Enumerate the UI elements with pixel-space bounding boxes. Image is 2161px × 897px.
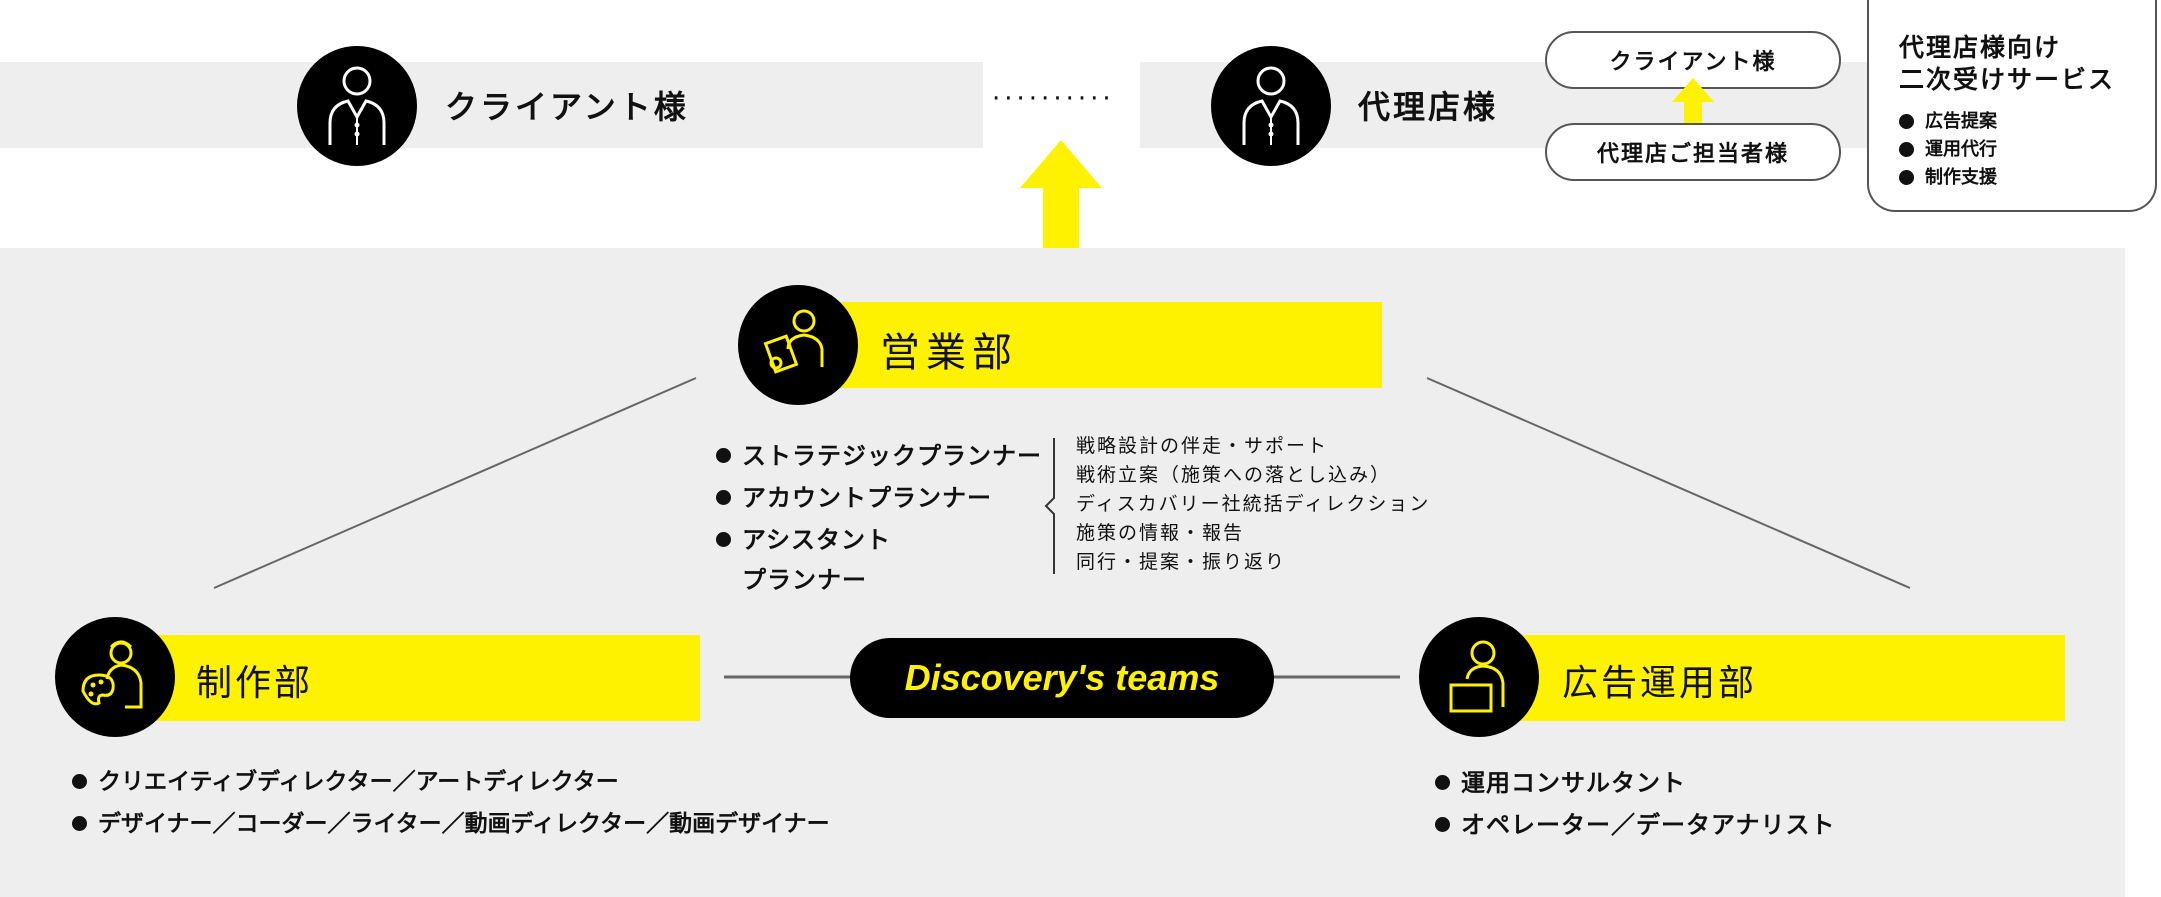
top-band-left — [0, 62, 983, 148]
service-item: 制作支援 — [1899, 164, 1997, 192]
agency-service-box: 代理店様向け 二次受けサービス 広告提案 運用代行 制作支援 — [1867, 0, 2157, 212]
production-role: デザイナー／コーダー／ライター／動画ディレクター／動画デザイナー — [72, 803, 830, 845]
service-list: 広告提案 運用代行 制作支援 — [1899, 108, 1997, 192]
sales-role: アカウントプランナー — [716, 477, 1042, 519]
ads-role: 運用コンサルタント — [1435, 762, 1836, 804]
brace-icon — [1044, 438, 1055, 574]
client-pill: クライアント様 — [1545, 31, 1841, 89]
production-role-list: クリエイティブディレクター／アートディレクター デザイナー／コーダー／ライター／… — [72, 761, 830, 845]
discovery-teams-label: Discovery's teams — [904, 657, 1220, 698]
ads-title: 広告運用部 — [1562, 663, 1758, 704]
sales-avatar — [738, 285, 858, 405]
sales-task-list: 戦略設計の伴走・サポート 戦術立案（施策への落とし込み） ディスカバリー社統括デ… — [1076, 432, 1430, 577]
operator-icon — [1449, 640, 1505, 713]
connector-dots: ·········· — [992, 84, 1115, 114]
client-label: クライアント様 — [445, 88, 689, 126]
production-avatar — [55, 617, 175, 737]
ads-role-list: 運用コンサルタント オペレーター／データアナリスト — [1435, 762, 1836, 846]
service-title-line2: 二次受けサービス — [1899, 65, 2116, 94]
production-role: クリエイティブディレクター／アートディレクター — [72, 761, 830, 803]
sales-title: 営業部 — [880, 330, 1018, 376]
sales-role-list: ストラテジックプランナー アカウントプランナー アシスタント — [716, 435, 1042, 561]
discovery-teams-pill: Discovery's teams — [850, 638, 1274, 718]
person-icon — [328, 66, 386, 145]
ads-title-bar — [1495, 635, 2065, 721]
sales-role: アシスタント — [716, 519, 1042, 561]
service-item: 運用代行 — [1899, 136, 1997, 164]
ads-role: オペレーター／データアナリスト — [1435, 804, 1836, 846]
sales-task: 同行・提案・振り返り — [1076, 551, 1287, 573]
agency-avatar — [1211, 46, 1331, 166]
client-avatar — [297, 46, 417, 166]
sales-title-bar — [800, 302, 1382, 388]
agency-label: 代理店様 — [1358, 88, 1499, 126]
sales-task: ディスカバリー社統括ディレクション — [1076, 493, 1431, 515]
sales-role: ストラテジックプランナー — [716, 435, 1042, 477]
agency-contact-pill: 代理店ご担当者様 — [1545, 123, 1841, 181]
sales-task: 戦略設計の伴走・サポート — [1076, 435, 1329, 457]
arrow-up-icon — [1020, 140, 1102, 272]
service-title-line1: 代理店様向け — [1899, 33, 2062, 62]
arrow-up-icon — [1672, 78, 1714, 130]
artist-icon — [81, 640, 143, 709]
sales-role-continuation: プランナー — [742, 566, 867, 594]
production-title-bar — [120, 635, 700, 721]
ads-avatar — [1419, 617, 1539, 737]
planner-icon — [763, 309, 824, 374]
sales-task: 戦術立案（施策への落とし込み） — [1076, 464, 1392, 486]
production-title: 制作部 — [196, 663, 314, 704]
sales-task: 施策の情報・報告 — [1076, 522, 1245, 544]
service-item: 広告提案 — [1899, 108, 1997, 136]
person-icon — [1242, 66, 1300, 145]
